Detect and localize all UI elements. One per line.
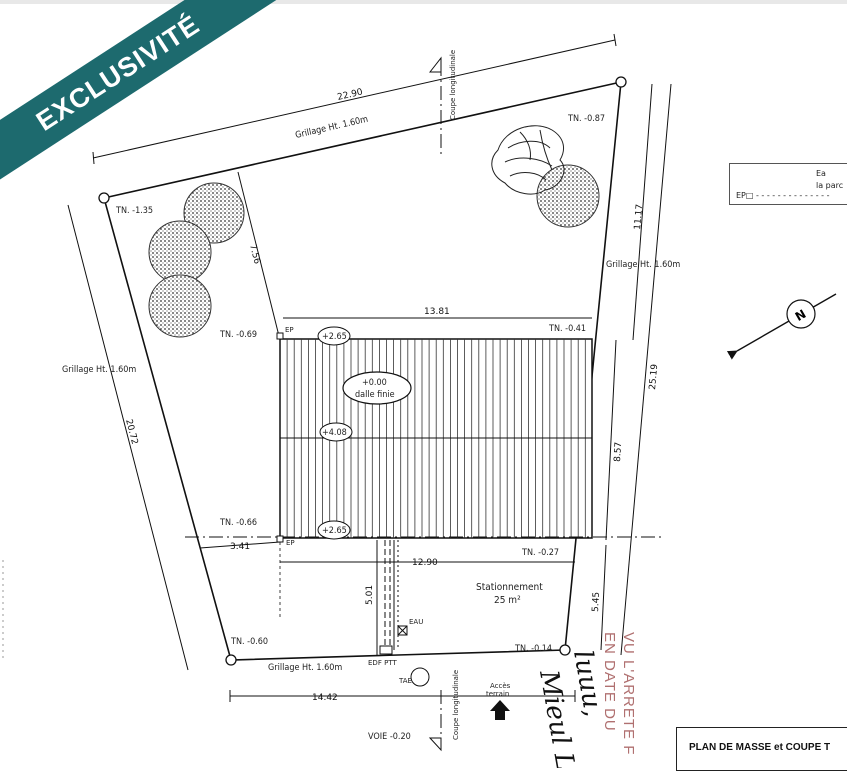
shrub (491, 125, 565, 195)
dim-left: 20.72 (123, 418, 139, 445)
level-tn-bottom-left: TN. -0.60 (230, 637, 268, 647)
legend-line2: la parc (816, 181, 844, 190)
level-tn-top-left: TN. -1.35 (115, 206, 153, 216)
roof-level-north-marker (317, 326, 351, 346)
boundary-marker-se (559, 644, 571, 656)
roof-level-ridge-marker (319, 422, 353, 442)
level-tn-bottom-right: TN. -0.14 (514, 644, 552, 654)
level-tn-house-ne: TN. -0.41 (548, 324, 586, 334)
dim-parking-right: 5.45 (591, 592, 602, 613)
boundary-marker-sw (225, 654, 237, 666)
stamp-line1: VU L'ARRETE F (620, 632, 637, 755)
legend-box: Ea la parc EP□ - - - - - - - - - - - - -… (729, 163, 847, 205)
boundary-marker-ne (615, 76, 627, 88)
tree (148, 274, 212, 338)
dim-house-width: 13.81 (424, 307, 450, 317)
tree (148, 220, 212, 284)
tree (536, 164, 600, 228)
level-tn-top-right: TN. -0.87 (567, 114, 605, 124)
utility-lines (384, 540, 399, 650)
access-arrow-icon (490, 700, 510, 720)
level-tn-house-nw: TN. -0.69 (219, 330, 257, 340)
dim-bottom: 14.42 (312, 693, 338, 703)
tae-label: TAE (398, 677, 412, 685)
dim-line-left (67, 204, 189, 671)
tae-marker (410, 667, 430, 687)
roof-level-north: +2.65 (322, 332, 347, 342)
ep-marker (276, 535, 284, 543)
eau-label: EAU (409, 618, 423, 626)
slab-label: dalle finie (355, 390, 395, 400)
dim-line-top (92, 39, 616, 159)
dim-setback: 3.41 (230, 542, 250, 552)
section-label-bottom: Coupe longitudinale (452, 670, 460, 740)
dim-left-inner: 7.56 (247, 243, 262, 265)
dim-line-setback (199, 541, 281, 549)
page-top-edge (0, 0, 847, 4)
access-label-line2: terrain (486, 690, 509, 698)
stamp-line2: EN DATE DU (601, 632, 618, 732)
ep-label-2: EP (286, 539, 295, 547)
edf-ptt-label: EDF PTT (368, 659, 397, 667)
dim-parking-width: 12.90 (412, 558, 438, 568)
title-block: PLAN DE MASSE et COUPE T (676, 727, 847, 771)
level-tn-house-se: TN. -0.27 (521, 548, 559, 558)
dim-line-house-depth (605, 339, 617, 541)
section-label-top: Coupe longitudinale (449, 50, 457, 120)
dim-right-upper: 11.17 (633, 204, 645, 231)
roof-level-south: +2.65 (322, 526, 347, 536)
slab-level-marker (342, 371, 412, 405)
parking-area: 25 m² (494, 595, 521, 606)
dim-top: 22.90 (336, 87, 364, 103)
roof-level-ridge: +4.08 (322, 428, 347, 438)
north-arrow-icon: N (726, 293, 837, 360)
dim-line-left-inner (237, 171, 280, 337)
section-arrow-bottom (428, 737, 442, 752)
parking-title: Stationnement (476, 582, 543, 593)
access-label-line1: Accès (490, 682, 511, 690)
dim-parking-depth: 5.01 (365, 585, 375, 605)
fence-label-bottom: Grillage Ht. 1.60m (268, 663, 342, 673)
dim-line-right-upper (632, 83, 653, 341)
fence-label-right: Grillage Ht. 1.60m (606, 260, 680, 270)
ep-marker (276, 332, 284, 340)
ep-label-1: EP (285, 326, 294, 334)
slab-level: +0.00 (362, 378, 387, 388)
dim-line-right-total (620, 83, 672, 656)
fence-label-top: Grillage Ht. 1.60m (294, 115, 369, 141)
level-tn-house-sw: TN. -0.66 (219, 518, 257, 528)
legend-line1: Ea (816, 169, 826, 178)
road-level: VOIE -0.20 (368, 732, 411, 742)
fence-label-left: Grillage Ht. 1.60m (62, 365, 136, 375)
title-block-text: PLAN DE MASSE et COUPE T (689, 742, 831, 753)
dim-right-total: 25.19 (648, 363, 660, 390)
legend-line3: EP□ - - - - - - - - - - - - - - (736, 191, 830, 200)
section-arrow-top (428, 56, 442, 73)
edf-ptt-box (379, 645, 393, 655)
boundary-marker-nw (98, 192, 110, 204)
dim-line-parking-right (600, 544, 607, 651)
dim-house-depth: 8.57 (613, 442, 624, 463)
roof-level-south-marker (317, 520, 351, 540)
